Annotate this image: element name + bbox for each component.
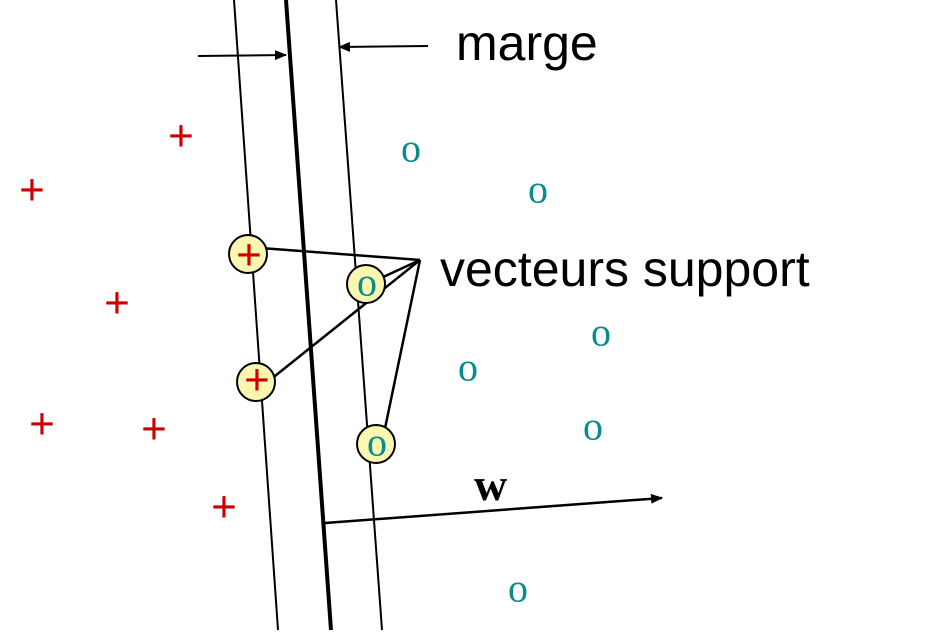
support-vector-highlight [236,362,276,402]
callout-line [259,259,421,389]
circle-point: o [401,126,421,171]
circle-point: o [528,167,548,212]
plus-point: + [29,400,55,449]
support-vector-highlight [346,264,386,304]
margin-arrow-right [338,41,429,52]
plus-point: + [19,166,45,215]
plus-point: + [168,112,194,161]
weight-vector-label: w [474,459,507,510]
margin-line-left [233,0,279,631]
plus-support-vector: + [236,231,262,280]
circle-support-vector: o [367,420,387,465]
circle-point: o [508,566,528,611]
weight-vector-arrow [324,493,663,525]
margin-arrow-left [197,50,287,61]
support-vector-highlight [228,234,268,274]
plus-point: + [141,405,167,454]
plus-point: + [104,279,130,328]
support-vectors-label: vecteurs support [440,241,810,297]
plus-support-vector: + [244,356,270,405]
support-vector-highlight [356,424,396,464]
margin-line-right [335,0,383,631]
callout-line [381,259,422,439]
plus-point: + [211,483,237,532]
circle-point: o [591,310,611,355]
circle-point: o [583,404,603,449]
decision-boundary [284,0,333,631]
circle-support-vector: o [357,260,377,305]
margin-label: marge [456,15,598,71]
callout-line [247,245,421,262]
circle-point: o [458,345,478,390]
